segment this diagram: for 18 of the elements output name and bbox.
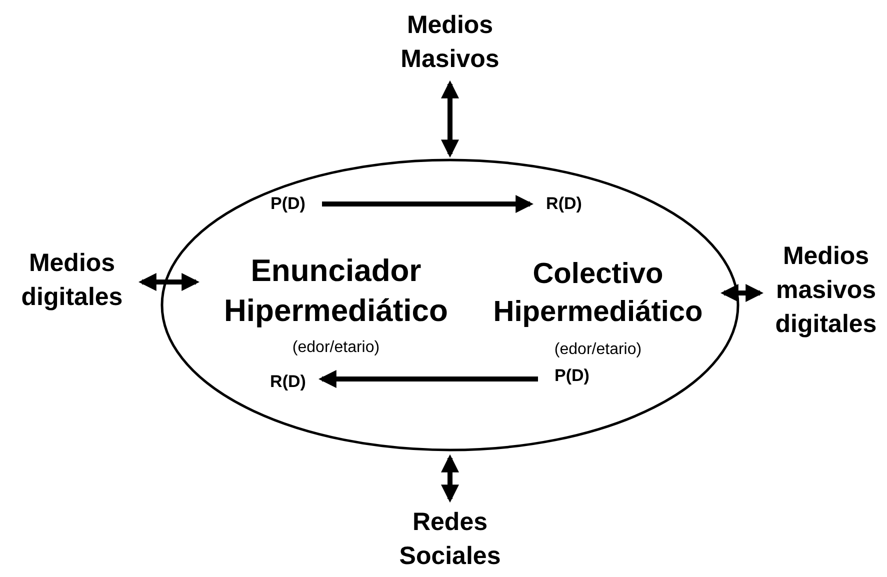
node-label: P(D) [554,365,590,388]
outer-label: Medios Masivos [400,10,500,75]
node-label: R(D) [546,193,582,216]
outer-label: Medios digitales [20,248,124,313]
node-label: P(D) [270,193,306,216]
double-arrow [318,370,538,388]
double-arrow [720,284,764,302]
node-note: (edor/etario) [553,340,643,360]
double-arrow [138,273,200,291]
double-arrow [441,80,459,158]
node-note: (edor/etario) [291,338,381,358]
double-arrow [441,454,459,503]
double-arrow [322,195,534,213]
outer-label: Medios masivos digitales [774,241,878,340]
actor-label: Enunciador Hipermediático [223,252,449,330]
node-label: R(D) [270,371,306,394]
actor-label: Colectivo Hipermediático [492,257,704,330]
outer-label: Redes Sociales [398,507,502,572]
